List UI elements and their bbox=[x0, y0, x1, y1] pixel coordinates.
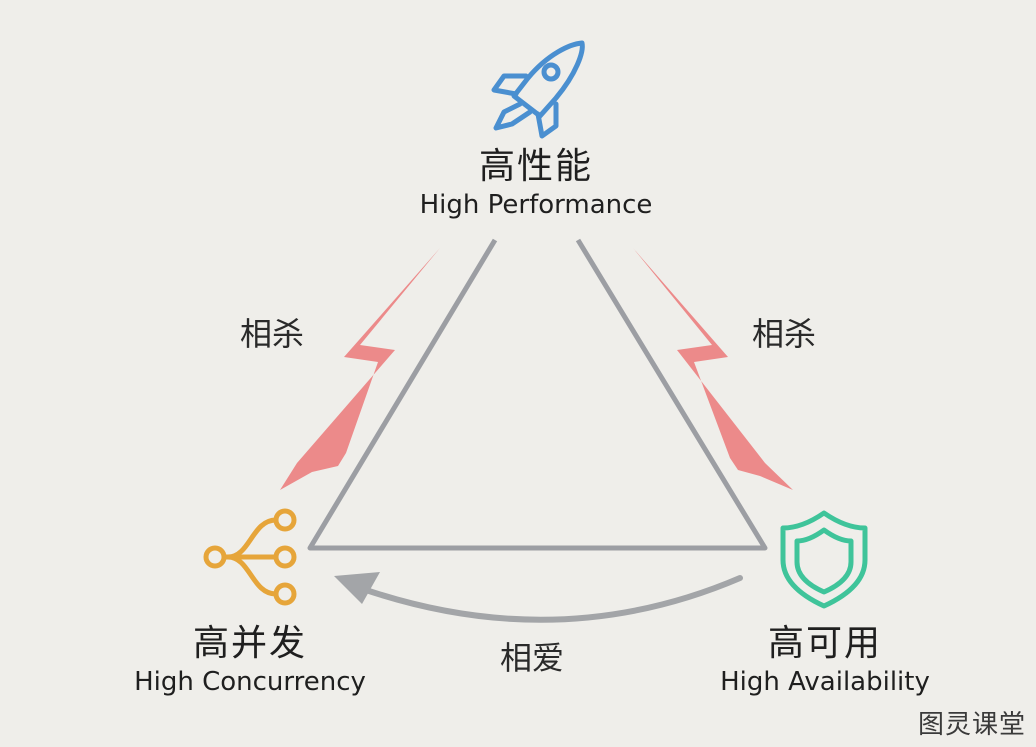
concurrency-title-en: High Concurrency bbox=[134, 667, 366, 697]
performance-title-zh: 高性能 bbox=[478, 146, 593, 187]
concurrency-title-zh: 高并发 bbox=[192, 623, 307, 664]
network-branch-icon bbox=[203, 508, 297, 606]
availability-title-en: High Availability bbox=[720, 667, 930, 697]
node-high-performance: 高性能 High Performance bbox=[396, 145, 676, 221]
curved-arrow-path bbox=[363, 575, 743, 623]
performance-title-en: High Performance bbox=[419, 190, 653, 220]
curved-arrow-head bbox=[334, 572, 380, 604]
watermark: 图灵课堂 bbox=[917, 710, 1026, 740]
rocket-icon bbox=[491, 40, 585, 139]
triangle-outline bbox=[307, 238, 768, 551]
availability-title-zh: 高可用 bbox=[767, 623, 882, 664]
relation-label-right: 相杀 bbox=[752, 315, 817, 353]
relation-label-left: 相杀 bbox=[240, 315, 305, 353]
lightning-bolt-left bbox=[280, 248, 440, 490]
node-high-concurrency: 高并发 High Concurrency bbox=[110, 622, 390, 698]
node-high-availability: 高可用 High Availability bbox=[685, 622, 965, 698]
shield-icon bbox=[780, 510, 868, 609]
relation-label-bottom: 相爱 bbox=[500, 639, 565, 677]
